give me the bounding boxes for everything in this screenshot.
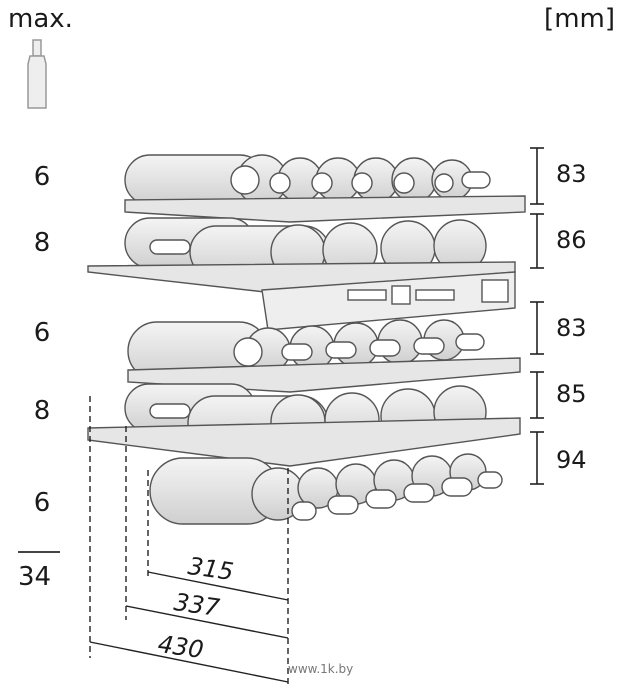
shelf-1-height: 83: [556, 160, 587, 188]
depth-dimensions: [89, 396, 289, 688]
total-divider: [18, 551, 60, 553]
shelf-5-bottles: [149, 453, 503, 525]
shelf-3-height: 83: [556, 314, 587, 342]
height-dimensions: [530, 147, 544, 485]
shelf-1-bottles: [124, 154, 491, 206]
shelf-2-height: 86: [556, 226, 587, 254]
shelf-4-height: 85: [556, 380, 587, 408]
shelf-2-bottle-count: 8: [33, 228, 51, 258]
shelf-5-bottle-count: 6: [33, 488, 51, 518]
shelf-3-bottles: [127, 319, 485, 381]
watermark: www.1k.by: [288, 662, 354, 676]
shelf-4-rail: [87, 417, 521, 467]
shelf-1-bottle-count: 6: [33, 162, 51, 192]
unit-label: [mm]: [544, 4, 615, 34]
shelf-1-rail: [124, 195, 526, 223]
shelf-4-bottle-count: 8: [33, 396, 51, 426]
shelf-5-height: 94: [556, 446, 587, 474]
bottle-icon: [27, 39, 47, 109]
max-label: max.: [8, 4, 73, 34]
shelf-3-bottle-count: 6: [33, 318, 51, 348]
control-panel: [261, 271, 516, 331]
total-bottle-count: 34: [18, 562, 52, 592]
